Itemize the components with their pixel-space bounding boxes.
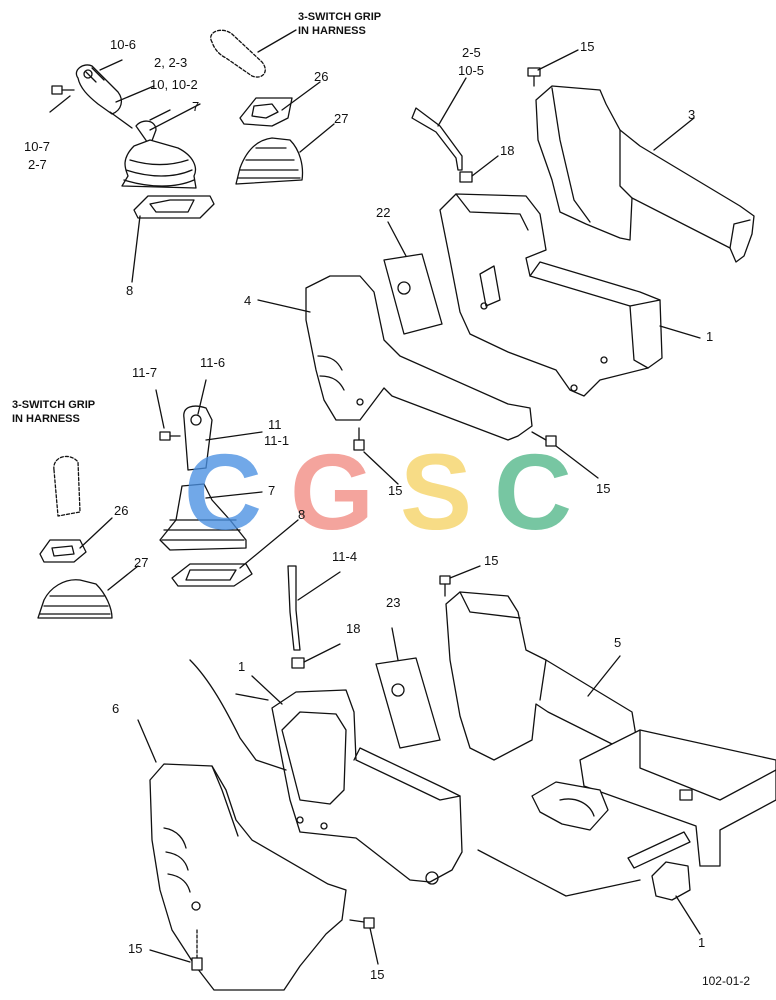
grip-handle-top <box>75 64 133 129</box>
callout-11-4: 11-4 <box>332 549 358 564</box>
watermark-letter-g: G <box>290 431 375 552</box>
plate-8-top <box>133 195 215 219</box>
callout-3: 3 <box>688 107 696 122</box>
frame-rail <box>579 729 776 867</box>
callout-27-top: 27 <box>334 111 349 126</box>
callout-26-mid: 26 <box>114 503 129 518</box>
cylinder-rod <box>627 831 691 869</box>
watermark-letter-s: S <box>400 431 473 552</box>
bolt-11-7 <box>159 431 181 441</box>
callout-11-7: 11-7 <box>132 365 158 380</box>
console-frame-low <box>271 689 463 885</box>
callout-1-mid: 1 <box>238 659 246 674</box>
callout-15-low: 15 <box>484 553 499 568</box>
collar-26-top <box>239 97 293 127</box>
callout-15-mid-b: 15 <box>596 481 611 496</box>
cover-4 <box>305 275 533 441</box>
callout-23: 23 <box>386 595 401 610</box>
bolt-15-low <box>439 575 451 597</box>
figure-reference: 102-01-2 <box>701 974 750 988</box>
callout-2-5: 2-5 <box>462 45 481 60</box>
callout-6: 6 <box>112 701 120 716</box>
bolt-15-bl <box>191 929 203 971</box>
cover-5 <box>445 591 637 761</box>
console-frame-top <box>439 193 663 397</box>
callout-8-top: 8 <box>126 283 134 298</box>
grip-3switch-mid <box>53 455 81 517</box>
callout-10-102: 10, 10-2 <box>150 77 198 92</box>
callout-2-23: 2, 2-3 <box>154 55 188 70</box>
cover-6 <box>149 763 347 991</box>
callout-7-mid: 7 <box>268 483 276 498</box>
callout-10-5: 10-5 <box>458 63 485 78</box>
nut-18-mid <box>291 657 305 669</box>
callout-10-6: 10-6 <box>110 37 137 52</box>
callout-11-6: 11-6 <box>200 355 226 370</box>
note-grip-top-line2: IN HARNESS <box>298 25 366 37</box>
boot-top <box>121 120 197 189</box>
nut-18-top <box>459 171 473 183</box>
collar-26-mid <box>39 539 87 563</box>
callout-4: 4 <box>244 293 252 308</box>
panel-23 <box>375 657 441 749</box>
callout-18-top: 18 <box>500 143 515 158</box>
grip-handle-mid <box>183 405 213 471</box>
callout-15-top: 15 <box>580 39 595 54</box>
boot-7-mid <box>159 483 247 551</box>
note-grip-mid-line1: 3-SWITCH GRIP <box>12 399 96 411</box>
panel-22 <box>383 253 443 335</box>
callout-1-bottom: 1 <box>698 935 706 950</box>
callout-11: 11 <box>268 417 282 432</box>
callout-15-br: 15 <box>370 967 385 982</box>
callout-27-mid: 27 <box>134 555 149 570</box>
grip-3switch-top <box>210 29 266 78</box>
bracket-1-bottom <box>651 861 691 901</box>
bolt-15-top <box>527 67 541 87</box>
bolt-15-mid-a <box>353 427 365 451</box>
callout-15-mid-a: 15 <box>388 483 403 498</box>
note-grip-mid-line2: IN HARNESS <box>12 413 80 425</box>
cover-3 <box>535 85 755 263</box>
boot-27-top <box>235 137 304 185</box>
boot-27-mid <box>37 579 113 619</box>
callout-22: 22 <box>376 205 391 220</box>
callout-15-bl: 15 <box>128 941 143 956</box>
note-grip-top-line1: 3-SWITCH GRIP <box>298 11 382 23</box>
callout-2-7: 2-7 <box>28 157 47 172</box>
bolt-15-br <box>349 917 375 929</box>
callout-11-1: 11-1 <box>264 433 290 448</box>
callout-18-mid: 18 <box>346 621 361 636</box>
callout-26-top: 26 <box>314 69 329 84</box>
bolt-10-7 <box>51 85 75 95</box>
watermark-letter-c1: C <box>184 431 262 552</box>
lever-rod-top <box>411 107 463 171</box>
bolt-15-mid-b <box>531 431 557 447</box>
pedal-linkage <box>531 781 609 831</box>
callout-1-right: 1 <box>706 329 714 344</box>
callout-10-7: 10-7 <box>24 139 51 154</box>
callout-5: 5 <box>614 635 622 650</box>
lever-rod-mid <box>287 565 301 651</box>
callout-8-mid: 8 <box>298 507 306 522</box>
callout-7-top: 7 <box>192 99 200 114</box>
plate-8-mid <box>171 563 253 587</box>
watermark-letter-c2: C <box>494 431 572 552</box>
